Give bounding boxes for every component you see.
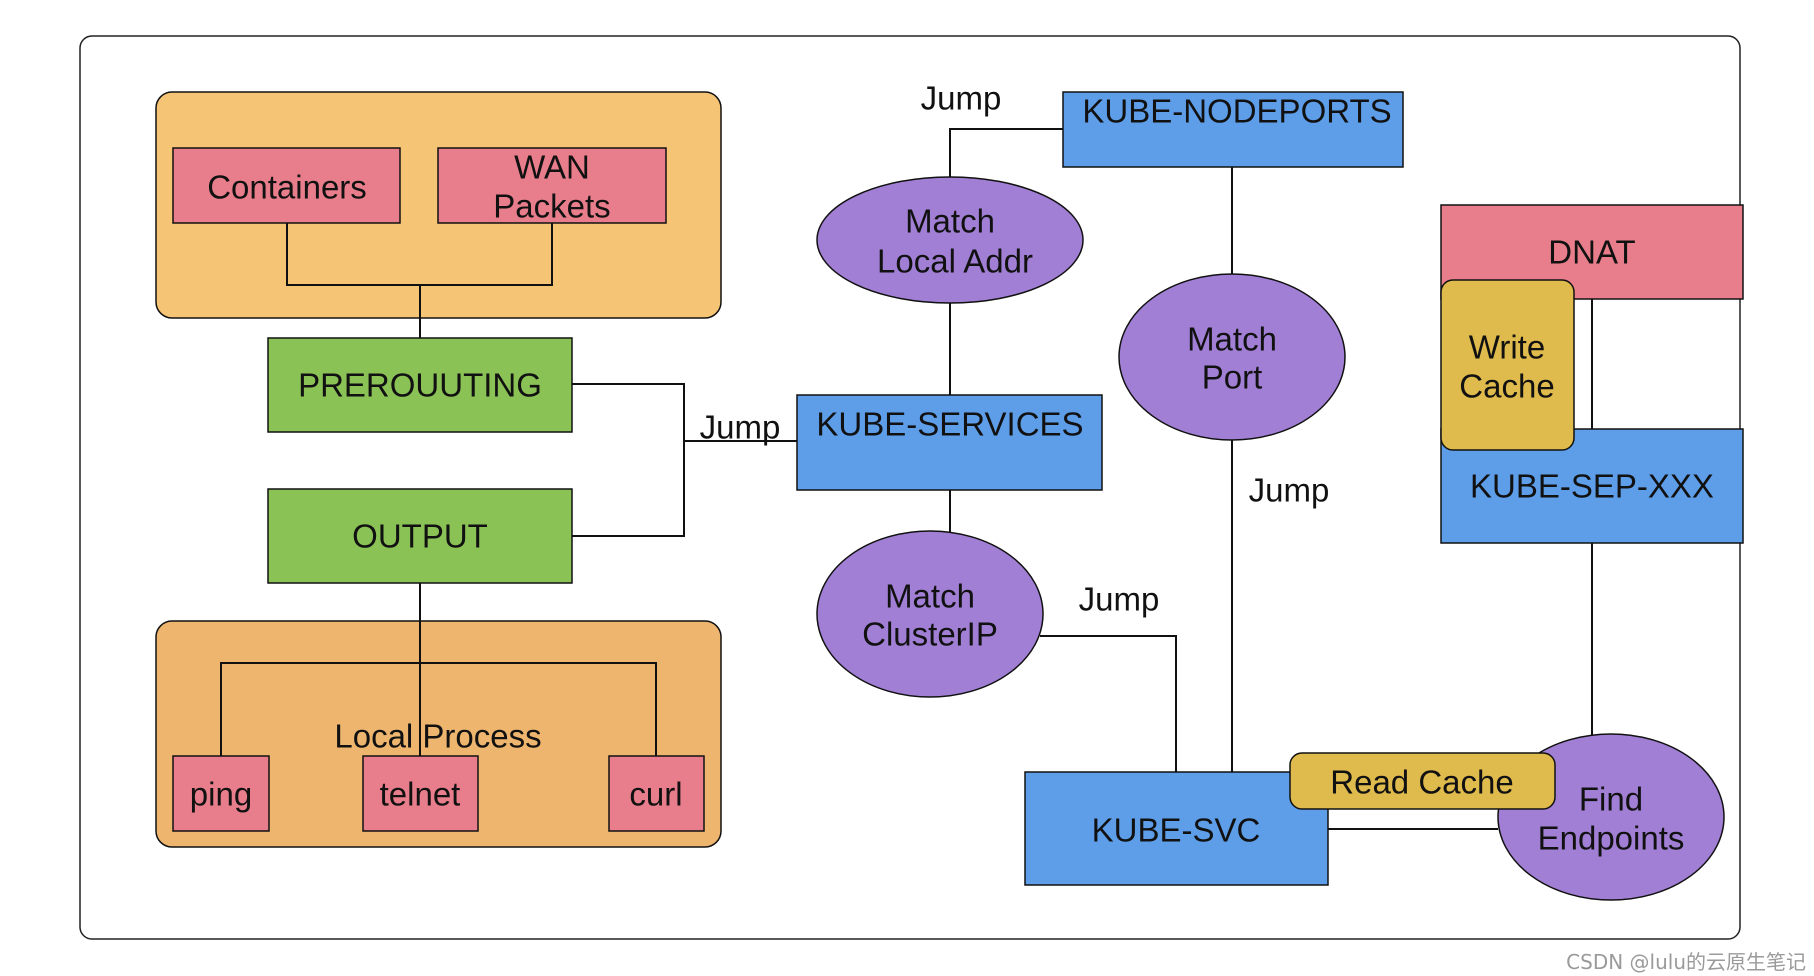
label-prerouting: PREROUUTING <box>298 367 542 404</box>
label-match-local-addr-2: Local Addr <box>877 243 1033 280</box>
label-kube-nodeports: KUBE-NODEPORTS <box>1082 93 1391 130</box>
connectors <box>220 128 1593 830</box>
label-match-port-2: Port <box>1202 359 1263 396</box>
label-kube-sep: KUBE-SEP-XXX <box>1470 468 1714 505</box>
node-kube-services[interactable] <box>796 394 1103 491</box>
edge-label-jump-clusterip: Jump <box>1079 581 1160 618</box>
edge-prerouting-jump <box>572 383 685 441</box>
edge-label-jump-port: Jump <box>1249 472 1330 509</box>
node-wan-packets[interactable] <box>437 147 667 224</box>
label-curl: curl <box>629 776 682 813</box>
node-curl[interactable] <box>608 755 705 832</box>
node-match-clusterip[interactable] <box>816 530 1044 698</box>
edge-match-clusterip-kube-svc <box>1040 635 1177 772</box>
edge-label-jump-prerouting: Jump <box>700 409 781 446</box>
label-wan-packets-2: Packets <box>493 188 610 225</box>
label-dnat: DNAT <box>1548 234 1635 271</box>
label-kube-svc: KUBE-SVC <box>1092 812 1261 849</box>
label-find-endpoints-1: Find <box>1579 781 1643 818</box>
label-write-cache-1: Write <box>1469 329 1545 366</box>
node-kube-nodeports[interactable] <box>1062 91 1404 168</box>
label-local-process: Local Process <box>334 718 541 755</box>
node-containers[interactable] <box>172 147 401 224</box>
edge-wan-packets <box>420 223 553 286</box>
label-write-cache-2: Cache <box>1459 368 1554 405</box>
label-read-cache: Read Cache <box>1330 764 1513 801</box>
node-match-port[interactable] <box>1118 273 1346 441</box>
node-prerouting[interactable] <box>267 337 573 433</box>
node-read-cache[interactable] <box>1289 752 1556 810</box>
edge-match-local-addr-nodeports <box>949 128 1063 178</box>
edge-containers <box>286 223 420 286</box>
label-ping: ping <box>190 776 252 813</box>
label-kube-services: KUBE-SERVICES <box>816 406 1083 443</box>
node-kube-svc[interactable] <box>1024 771 1329 886</box>
edge-local-process-bus <box>220 662 657 756</box>
label-match-port-1: Match <box>1187 321 1277 358</box>
watermark-text: CSDN @lulu的云原生笔记 <box>1566 950 1806 974</box>
group-local-process <box>155 620 722 848</box>
node-write-cache[interactable] <box>1440 279 1575 451</box>
node-telnet[interactable] <box>362 755 479 832</box>
label-telnet: telnet <box>380 776 461 813</box>
label-output: OUTPUT <box>352 518 488 555</box>
label-find-endpoints-2: Endpoints <box>1538 820 1685 857</box>
node-output[interactable] <box>267 488 573 584</box>
edge-label-jump-nodeports: Jump <box>921 80 1002 117</box>
label-match-clusterip-2: ClusterIP <box>862 616 998 653</box>
label-match-local-addr-1: Match <box>905 203 995 240</box>
label-match-clusterip-1: Match <box>885 578 975 615</box>
label-containers: Containers <box>207 169 367 206</box>
node-ping[interactable] <box>172 755 270 832</box>
label-wan-packets-1: WAN <box>514 149 590 186</box>
edge-output-jump <box>572 441 685 537</box>
node-match-local-addr[interactable] <box>816 176 1084 304</box>
